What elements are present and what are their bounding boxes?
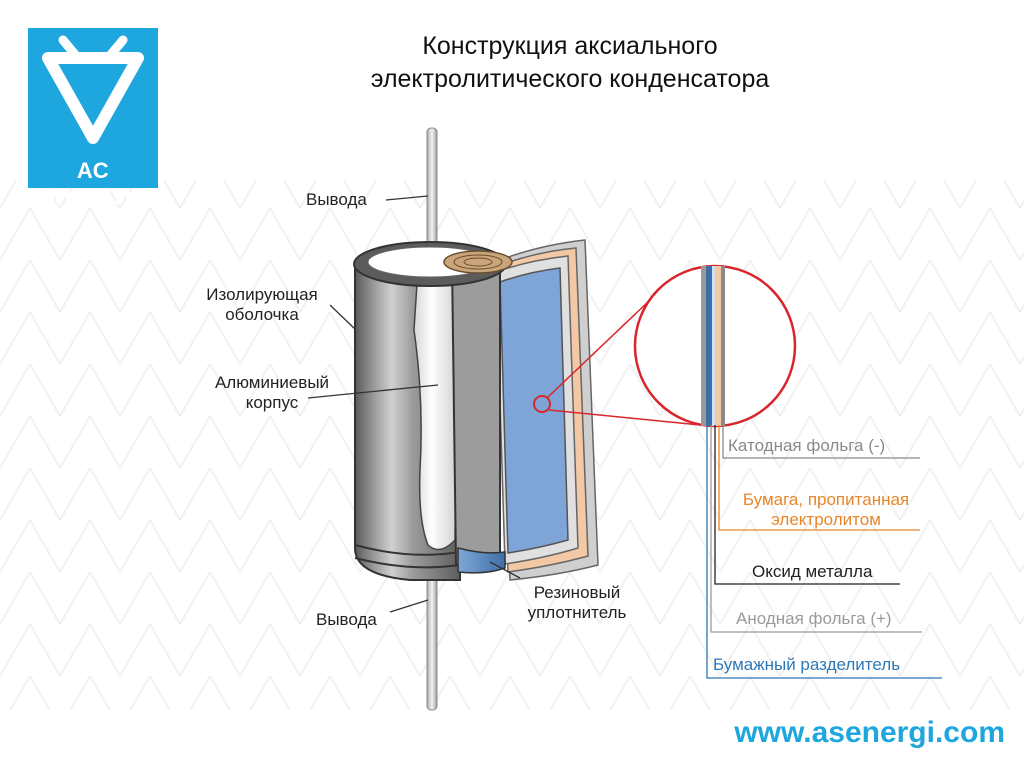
legend-metal-oxide: Оксид металла: [752, 562, 873, 581]
label-rubber-seal-line1: Резиновый: [533, 583, 621, 602]
label-lead-top: Вывода: [306, 190, 367, 209]
label-aluminum-case-line1: Алюминиевый: [214, 373, 330, 392]
label-aluminum-case-line2: корпус: [245, 393, 299, 412]
magnifier-line-bottom: [548, 409, 701, 426]
legend-leader-lines: [706, 425, 942, 679]
magnifier-lens: [633, 264, 797, 428]
left-callouts: [307, 195, 521, 613]
legend-paper-separator: Бумажный разделитель: [713, 655, 901, 674]
title-line-1: Конструкция аксиального: [422, 32, 718, 60]
bottom-lead-wire: [426, 559, 438, 711]
label-rubber-seal-line2: уплотнитель: [527, 603, 627, 622]
legend-paper: Бумага, пропитанная электролитом: [726, 490, 926, 530]
legend-anode-foil: Анодная фольга (+): [736, 609, 892, 628]
case-cutaway-wall: [450, 256, 501, 567]
label-lead-bottom: Вывода: [316, 610, 377, 629]
label-insulating-sleeve: Изолирующая оболочка: [196, 285, 328, 325]
rubber-seal: [457, 547, 506, 574]
logo-emblem-icon: [42, 35, 144, 144]
label-aluminum-case: Алюминиевый корпус: [202, 373, 342, 413]
aluminum-case: [413, 267, 459, 551]
label-insulating-sleeve-line2: оболочка: [225, 305, 299, 324]
title-line-2: электролитического конденсатора: [370, 65, 770, 93]
company-logo: АС ЭНЕРГИЯ: [28, 28, 158, 209]
legend-paper-line1: Бумага, пропитанная: [742, 490, 910, 509]
magnifier-line-top: [546, 299, 651, 399]
capacitor-body: [353, 241, 513, 581]
label-rubber-seal: Резиновый уплотнитель: [516, 583, 638, 623]
oxide-layer: [499, 267, 569, 554]
legend-cathode-foil: Катодная фольга (-): [728, 436, 886, 455]
unrolled-layers: [495, 239, 599, 581]
magnifier-target: [533, 395, 551, 413]
top-lead-wire: [426, 127, 438, 259]
label-insulating-sleeve-line1: Изолирующая: [206, 285, 318, 304]
logo-text: АС ЭНЕРГИЯ: [38, 158, 148, 209]
rolled-winding-top: [443, 250, 513, 274]
legend-paper-line2: электролитом: [771, 510, 881, 529]
page-title: Конструкция аксиального электролитическо…: [300, 30, 840, 96]
website-link[interactable]: www.asenergi.com: [734, 716, 1005, 749]
